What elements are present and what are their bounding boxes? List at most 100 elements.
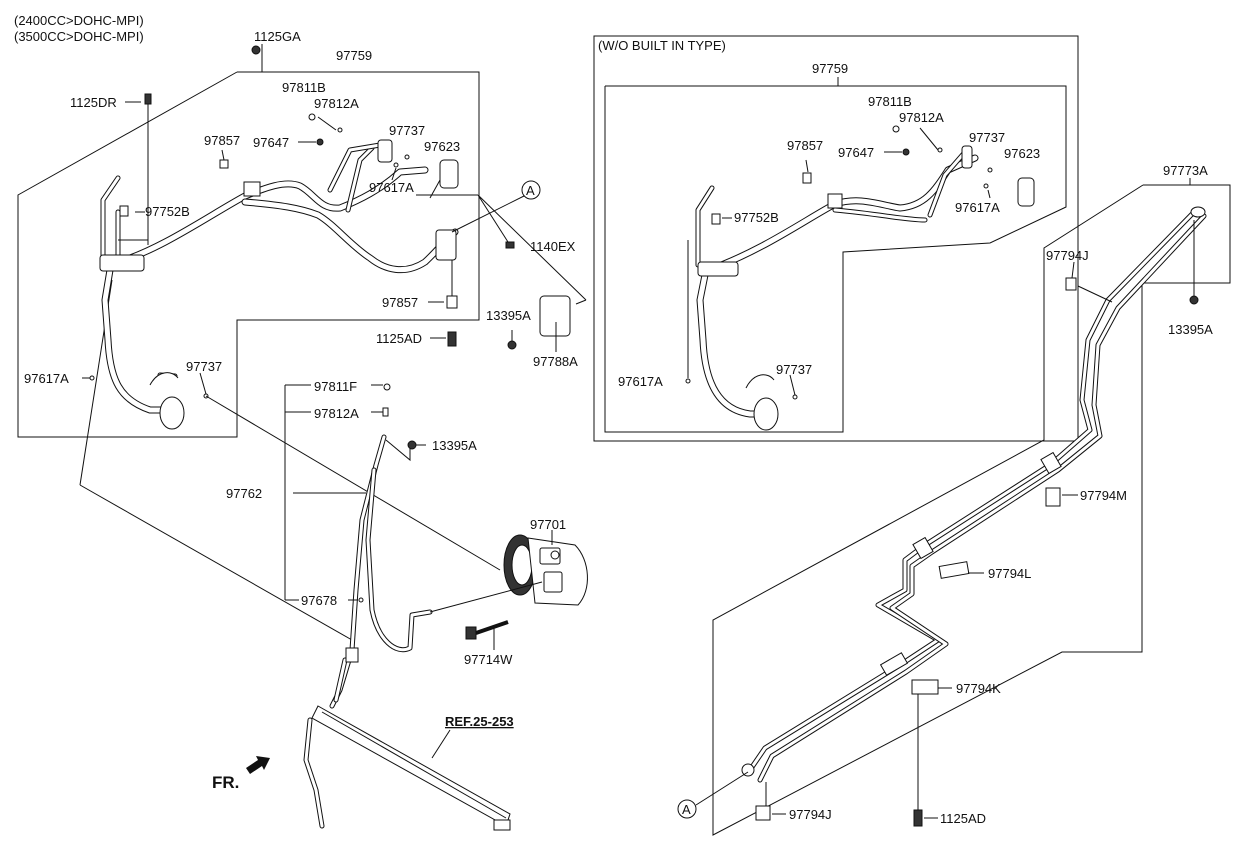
inset-assembly-outline — [604, 85, 1067, 433]
label-front-direction: FR. — [212, 773, 239, 792]
receiver-drier-inset-icon — [1017, 177, 1035, 207]
sensor-97752B-inset-icon — [711, 213, 721, 225]
leader-callout-a-main — [451, 195, 525, 233]
label-97617A-inset-right: 97617A — [955, 200, 1000, 215]
leader-97794J-top — [1071, 261, 1075, 279]
label-97794J-top: 97794J — [1046, 248, 1089, 263]
label-97794K: 97794K — [956, 681, 1001, 696]
leader-97737-bottom — [199, 372, 207, 395]
cap-97811B-inset-icon — [892, 125, 900, 133]
main-assembly-outline — [17, 71, 480, 438]
clip-97794J-top-icon — [1065, 277, 1077, 291]
leader-97812A-main — [317, 116, 337, 131]
label-13395A-mid: 13395A — [486, 308, 531, 323]
label-97623-inset: 97623 — [1004, 146, 1040, 161]
valve-97617A-top-icon — [393, 162, 399, 168]
front-arrow-icon — [246, 756, 270, 774]
label-1125AD-bottom: 1125AD — [940, 811, 986, 826]
leader-callout-a-right — [695, 771, 749, 806]
sensor-97752B-icon — [119, 205, 129, 217]
label-97737-inset-bottom: 97737 — [776, 362, 812, 377]
callout-a-main-text: A — [526, 183, 535, 198]
receiver-drier-97623 — [439, 159, 459, 189]
leader-97857-top — [221, 149, 225, 161]
label-97811B-main: 97811B — [282, 80, 326, 95]
label-97737-inset-top: 97737 — [969, 130, 1005, 145]
nut-13395A-mid-icon — [507, 340, 517, 350]
bolt-97647-inset-icon — [902, 148, 910, 156]
label-97812A-lower: 97812A — [314, 406, 359, 421]
valve-97617A-inset-icon — [983, 183, 989, 189]
rear-pipe-97773A — [741, 206, 1207, 783]
label-97762: 97762 — [226, 486, 262, 501]
clip-97794M-icon — [1045, 487, 1061, 507]
label-97737-main-top: 97737 — [389, 123, 425, 138]
nut-97857-bottom-icon — [446, 295, 458, 309]
leader-97788A-box-end — [575, 299, 587, 305]
leader-97617A-top — [391, 167, 397, 181]
label-97857-inset: 97857 — [787, 138, 823, 153]
clip-97794J-bottom-icon — [755, 805, 771, 821]
label-97759-main: 97759 — [336, 48, 372, 63]
discharge-hose-97762 — [349, 434, 433, 653]
compressor-97701 — [503, 534, 588, 606]
label-97812A-inset: 97812A — [899, 110, 944, 125]
leader-97788A-box — [478, 195, 587, 301]
leader-97857-inset — [805, 159, 809, 173]
label-97617A-inset-left: 97617A — [618, 374, 663, 389]
label-1125DR: 1125DR — [70, 95, 117, 110]
callout-a-right — [677, 799, 697, 819]
label-97617A-main-left: 97617A — [24, 371, 69, 386]
label-13395A-lower: 13395A — [432, 438, 477, 453]
nut-97857-inset-icon — [802, 172, 812, 184]
bolt-97647-icon — [316, 138, 324, 146]
inset-title: (W/O BUILT IN TYPE) — [598, 38, 726, 53]
bolt-97714W-icon — [465, 620, 509, 640]
leader-97617A-inset-right — [987, 189, 991, 199]
label-97623-main: 97623 — [424, 139, 460, 154]
label-1125GA: 1125GA — [254, 29, 301, 44]
leader-97794J-top-pipe — [1077, 285, 1113, 303]
leader-ref — [431, 729, 451, 759]
valve-97737-inset-bottom-icon — [792, 394, 798, 400]
bolt-1125AD-top-icon — [447, 331, 457, 347]
label-97811B-inset: 97811B — [868, 94, 912, 109]
label-97794M: 97794M — [1080, 488, 1127, 503]
cap-97811B-icon — [308, 113, 316, 121]
valve-97617A-inset-left-icon — [685, 378, 691, 384]
inset-frame — [593, 35, 1079, 442]
label-97788A: 97788A — [533, 354, 578, 369]
main-hose-assembly — [99, 139, 459, 430]
leader-97737-inset-bottom — [789, 374, 796, 396]
leader-13395A-lower — [385, 439, 426, 462]
label-97794J-bottom: 97794J — [789, 807, 832, 822]
bolt-1125GA-icon — [251, 45, 261, 55]
callout-a-main — [521, 180, 541, 200]
valve-97678-icon — [358, 597, 364, 603]
nut-97857-top-icon — [219, 159, 229, 169]
valve-97617A-left-icon — [89, 375, 95, 381]
callout-a-right-text: A — [682, 802, 691, 817]
bolt-1125AD-bottom-icon — [913, 809, 923, 827]
valve-97737-inset-top-icon — [987, 167, 993, 173]
core-97812A-lower-icon — [382, 407, 389, 417]
leader-drier-bracket-2 — [477, 194, 509, 243]
bracket-97788A-icon — [539, 295, 571, 337]
label-97647-inset: 97647 — [838, 145, 874, 160]
label-97737-main-bottom: 97737 — [186, 359, 222, 374]
bracket-97794K-icon — [911, 679, 939, 695]
label-13395A-right: 13395A — [1168, 322, 1213, 337]
label-97701: 97701 — [530, 517, 566, 532]
label-97678: 97678 — [301, 593, 337, 608]
label-97811F: 97811F — [314, 379, 357, 394]
condenser — [303, 647, 511, 831]
label-97752B-inset: 97752B — [734, 210, 779, 225]
inset-hose-assembly — [695, 145, 979, 431]
label-1140EX: 1140EX — [530, 239, 576, 254]
leader-main-to-condenser — [79, 484, 353, 641]
rear-pipe-outline — [712, 184, 1231, 836]
bolt-1140EX-icon — [505, 241, 515, 249]
valve-97737-top-icon — [404, 154, 410, 160]
label-ref-25-253: REF.25-253 — [445, 714, 514, 729]
